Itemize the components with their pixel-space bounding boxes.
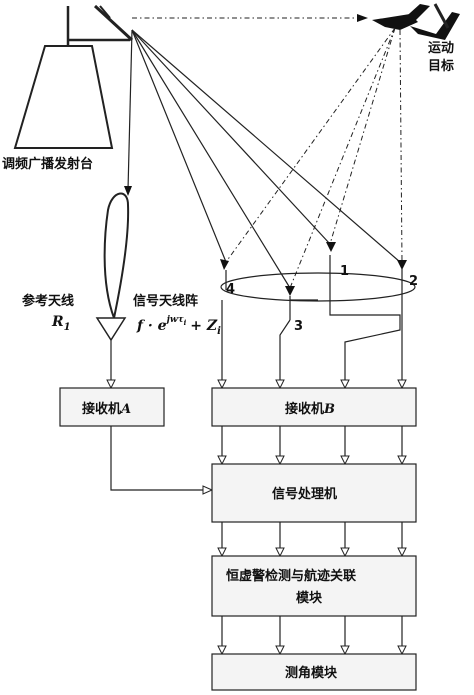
element-4-arrow — [220, 259, 229, 270]
transmitter-station-icon — [13, 45, 114, 149]
element-2-arrow — [397, 260, 407, 270]
cfar-label-line1: 恒虚警检测与航迹关联 — [226, 568, 356, 584]
processor-output-lines — [221, 522, 403, 550]
receiver-a-label: 接收机A — [82, 401, 131, 417]
reference-antenna-icon — [95, 317, 127, 342]
transmitter-antenna-icon — [66, 4, 134, 46]
angle-module-box — [211, 653, 417, 691]
signal-processor-label: 信号处理机 — [272, 486, 337, 502]
reference-antenna-symbol: R1 — [51, 314, 71, 333]
element-label-1: 1 — [340, 264, 349, 279]
target-label-line2: 目标 — [428, 58, 454, 74]
array-feed-lines — [221, 299, 403, 382]
cfar-module-box — [211, 555, 417, 617]
signal-array-formula: f · ejwτi+ Zi — [136, 315, 221, 337]
angle-module-label: 测角模块 — [285, 665, 338, 681]
direct-path-arrow — [357, 14, 368, 22]
receiver-b-output-lines — [221, 426, 403, 458]
reference-path-arrow — [124, 186, 132, 196]
element-1-arrow — [326, 242, 336, 252]
receiver-b-box — [211, 387, 417, 427]
aircraft-target-icon — [372, 3, 460, 40]
reference-antenna-label: 参考天线 — [22, 293, 74, 309]
target-label-line1: 运动 — [428, 41, 454, 56]
cfar-output-lines — [221, 616, 403, 648]
cfar-label-line2: 模块 — [296, 590, 323, 606]
signal-processor-box — [211, 463, 417, 523]
signal-antenna-array — [220, 272, 416, 302]
receiver-b-label: 接收机B — [285, 401, 335, 417]
receiver-a-box — [59, 387, 165, 427]
signal-array-label: 信号天线阵 — [133, 293, 198, 309]
receiver-a-to-processor-line — [110, 426, 204, 491]
element-3-arrow — [285, 286, 295, 296]
reference-antenna-beam — [103, 192, 130, 322]
echo-signal-paths — [225, 27, 403, 289]
element-label-4: 4 — [226, 282, 235, 297]
transmitter-label: 调频广播发射台 — [2, 156, 93, 172]
direct-signal-paths — [127, 29, 401, 289]
element-label-3: 3 — [294, 319, 303, 334]
element-label-2: 2 — [409, 274, 418, 289]
